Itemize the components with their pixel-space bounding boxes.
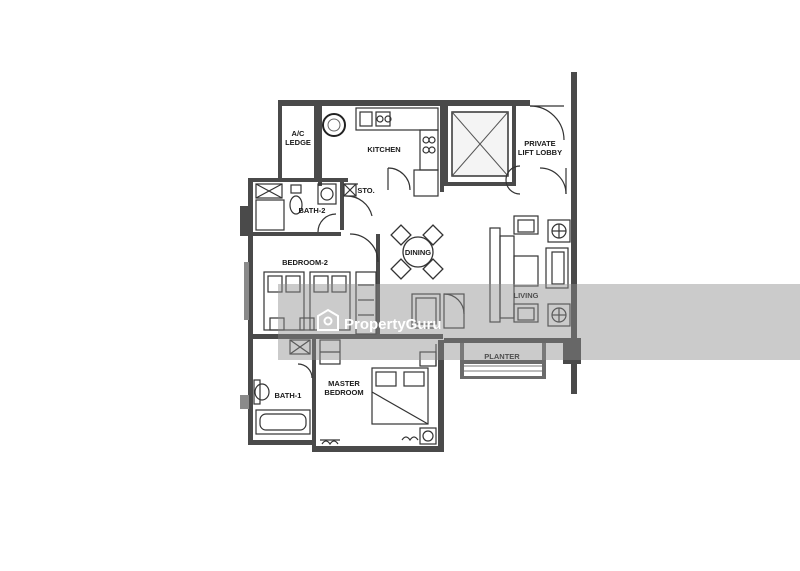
- dining-set: [349, 224, 444, 280]
- internal-walls: [248, 100, 516, 448]
- room-labels: A/C LEDGE KITCHEN PRIVATE LIFT LOBBY STO…: [275, 129, 563, 400]
- planter-hatch: [464, 365, 542, 372]
- label-kitchen: KITCHEN: [367, 145, 400, 154]
- closet-units: [411, 293, 465, 329]
- watermark-brand: PropertyGuru: [344, 316, 442, 333]
- condenser-unit: [322, 113, 346, 137]
- master-bedroom-furniture: [320, 344, 437, 446]
- walls: [240, 72, 581, 452]
- label-ac-ledge-line2: LEDGE: [285, 138, 311, 147]
- label-bath2: BATH-2: [299, 206, 326, 215]
- label-bedroom2: BEDROOM-2: [282, 258, 328, 267]
- bedroom2-furniture: [263, 271, 377, 335]
- lift-lobby-doors: [505, 105, 567, 195]
- kitchen-counter: [355, 107, 439, 197]
- label-planter: PLANTER: [484, 352, 520, 361]
- label-ac-ledge-line1: A/C: [292, 129, 306, 138]
- label-dining: DINING: [405, 248, 431, 257]
- label-master-bedroom-line1: MASTER: [328, 379, 360, 388]
- label-lift-lobby-line2: LIFT LOBBY: [518, 148, 562, 157]
- bath2-fixtures: [255, 183, 373, 233]
- lift-shaft: [451, 111, 509, 177]
- watermark: PropertyGuru: [278, 284, 800, 360]
- label-bath1: BATH-1: [275, 391, 302, 400]
- label-master-bedroom-line2: BEDROOM: [324, 388, 363, 397]
- watermark-band: [278, 284, 800, 360]
- watermark-logo-icon: [317, 308, 339, 331]
- label-store: STO.: [357, 186, 374, 195]
- bath1-fixtures: [253, 339, 341, 435]
- label-living: LIVING: [513, 291, 538, 300]
- living-furniture: [489, 215, 571, 327]
- label-lift-lobby-line1: PRIVATE: [524, 139, 555, 148]
